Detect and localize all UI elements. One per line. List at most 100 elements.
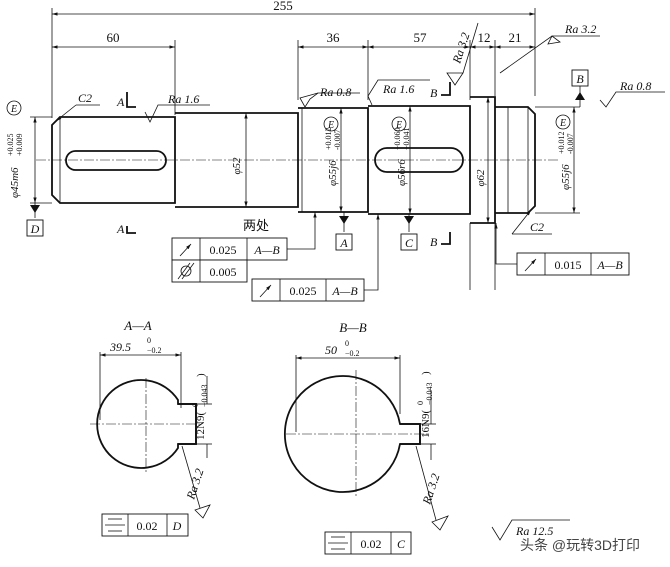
svg-text:+0.012: +0.012 bbox=[324, 127, 333, 150]
roughness-ra08-a: Ra 0.8 bbox=[299, 85, 360, 108]
tolerance-frame-sym-a: 0.02 D bbox=[101, 513, 189, 537]
svg-text:0.025: 0.025 bbox=[290, 284, 317, 298]
svg-text:A—B: A—B bbox=[331, 284, 358, 298]
chamfer-right: C2 bbox=[511, 209, 552, 235]
section-b-title: B—B bbox=[339, 320, 367, 335]
svg-text:−0.043: −0.043 bbox=[200, 384, 209, 407]
svg-text:Ra 12.5: Ra 12.5 bbox=[515, 524, 553, 538]
svg-text:D: D bbox=[172, 519, 182, 533]
datum-B: B bbox=[571, 69, 589, 107]
chamfer-left: C2 bbox=[55, 91, 100, 122]
svg-text:12N9(: 12N9( bbox=[195, 412, 207, 440]
svg-text:0: 0 bbox=[416, 401, 425, 405]
roughness-ra32-sec-b: Ra 3.2 bbox=[415, 445, 449, 531]
svg-text:+0.009: +0.009 bbox=[15, 133, 24, 156]
dimension-12: 12 bbox=[470, 30, 496, 96]
svg-text:−0.043: −0.043 bbox=[425, 382, 434, 405]
section-view-b: B—B 50 0 −0.2 16N9( 0 −0.043 ) Ra 3.2 bbox=[284, 320, 449, 555]
diameter-d55-left: φ55j6 +0.012 -0.007 E bbox=[323, 108, 343, 212]
svg-text:A: A bbox=[116, 222, 125, 236]
svg-text:0.025: 0.025 bbox=[210, 243, 237, 257]
section-mark-B: B B bbox=[430, 82, 451, 249]
svg-text:Ra 0.8: Ra 0.8 bbox=[619, 79, 651, 93]
datum-C: C bbox=[400, 214, 418, 251]
diameter-d55-right: φ55j6 +0.012 -0.007 E bbox=[535, 106, 580, 214]
datum-A: A bbox=[335, 212, 353, 251]
roughness-ra16-b: Ra 1.6 bbox=[367, 79, 430, 106]
svg-text:φ56r6: φ56r6 bbox=[396, 159, 408, 186]
dim-255: 255 bbox=[273, 0, 293, 13]
svg-text:+0.012: +0.012 bbox=[557, 131, 566, 154]
svg-text:φ62: φ62 bbox=[475, 169, 487, 187]
svg-text:0: 0 bbox=[147, 336, 151, 345]
svg-text:φ45m6: φ45m6 bbox=[9, 167, 21, 198]
svg-text:C: C bbox=[405, 236, 414, 250]
svg-text:Ra 1.6: Ra 1.6 bbox=[382, 82, 414, 96]
svg-text:C2: C2 bbox=[530, 220, 544, 234]
svg-text:C: C bbox=[397, 537, 406, 551]
svg-text:B: B bbox=[576, 72, 584, 86]
svg-text:A: A bbox=[116, 95, 125, 109]
svg-text:A—B: A—B bbox=[253, 243, 280, 257]
diameter-d62: φ62 bbox=[475, 97, 490, 223]
svg-text:+0.060: +0.060 bbox=[393, 127, 402, 150]
svg-text:Ra 3.2: Ra 3.2 bbox=[419, 472, 442, 507]
dim-21: 21 bbox=[509, 30, 522, 45]
roughness-ra32-top: Ra 3.2 bbox=[446, 22, 479, 86]
svg-text:0: 0 bbox=[191, 403, 200, 407]
svg-text:E: E bbox=[10, 104, 17, 115]
watermark: 头条 @玩转3D打印 bbox=[520, 537, 640, 553]
svg-text:A—B: A—B bbox=[596, 258, 623, 272]
svg-text:E: E bbox=[395, 120, 402, 131]
svg-text:B: B bbox=[430, 235, 438, 249]
tolerance-frame-sym-b: 0.02 C bbox=[324, 531, 412, 555]
svg-text:0.015: 0.015 bbox=[555, 258, 582, 272]
tolerance-frame-runout1: 0.025 A—B bbox=[171, 212, 317, 261]
svg-text:φ55j6: φ55j6 bbox=[327, 160, 339, 186]
keyway-left bbox=[65, 150, 167, 171]
dimension-21: 21 bbox=[495, 30, 535, 49]
diameter-d45: φ45m6 +0.025 +0.009 E bbox=[6, 100, 52, 204]
svg-text:Ra 3.2: Ra 3.2 bbox=[183, 467, 206, 502]
svg-text:D: D bbox=[30, 222, 40, 236]
svg-text:A: A bbox=[339, 236, 348, 250]
svg-text:Ra 1.6: Ra 1.6 bbox=[167, 92, 199, 106]
svg-text:0: 0 bbox=[345, 339, 349, 348]
roughness-ra08-right: Ra 0.8 bbox=[599, 79, 665, 108]
section-mark-A: A A bbox=[116, 92, 136, 236]
svg-text:E: E bbox=[559, 118, 566, 129]
svg-text:Ra 3.2: Ra 3.2 bbox=[449, 31, 472, 66]
svg-text:): ) bbox=[420, 371, 432, 375]
svg-text:39.5: 39.5 bbox=[109, 340, 131, 354]
svg-text:+0.041: +0.041 bbox=[402, 127, 411, 150]
dim-57: 57 bbox=[414, 30, 428, 45]
section-view-a: A—A 39.5 0 −0.2 12N9( 0 −0.043 ) 39.5 Ra… bbox=[90, 318, 212, 537]
tolerance-frame-runout2: 0.025 A—B bbox=[251, 214, 380, 302]
svg-text:-0.007: -0.007 bbox=[333, 129, 342, 150]
svg-text:φ52: φ52 bbox=[231, 157, 243, 175]
svg-text:C2: C2 bbox=[78, 91, 92, 105]
svg-text:0.02: 0.02 bbox=[361, 537, 382, 551]
svg-text:E: E bbox=[327, 120, 334, 131]
note-two-places: 两处 bbox=[243, 218, 269, 233]
svg-text:50: 50 bbox=[325, 343, 337, 357]
tolerance-frame-cylindricity: 0.005 bbox=[171, 259, 248, 283]
svg-text:头条 @玩转3D打印: 头条 @玩转3D打印 bbox=[520, 537, 640, 553]
roughness-ra16-a: Ra 1.6 bbox=[144, 92, 210, 123]
svg-text:): ) bbox=[195, 373, 207, 377]
dim-12: 12 bbox=[478, 30, 491, 45]
dim-60: 60 bbox=[107, 30, 120, 45]
shaft-body bbox=[36, 96, 560, 224]
dimension-36: 36 bbox=[297, 30, 369, 100]
diameter-d52: φ52 bbox=[231, 113, 248, 207]
svg-text:−0.2: −0.2 bbox=[147, 346, 162, 355]
roughness-ra32-right: Ra 3.2 bbox=[499, 22, 600, 74]
tolerance-frame-runout3: 0.015 A—B bbox=[494, 223, 630, 276]
section-a-title: A—A bbox=[123, 318, 152, 333]
svg-text:Ra 3.2: Ra 3.2 bbox=[564, 22, 596, 36]
svg-text:0.005: 0.005 bbox=[210, 265, 237, 279]
diameter-d56: φ56r6 +0.060 +0.041 E bbox=[391, 106, 412, 214]
svg-text:+0.025: +0.025 bbox=[6, 133, 15, 156]
